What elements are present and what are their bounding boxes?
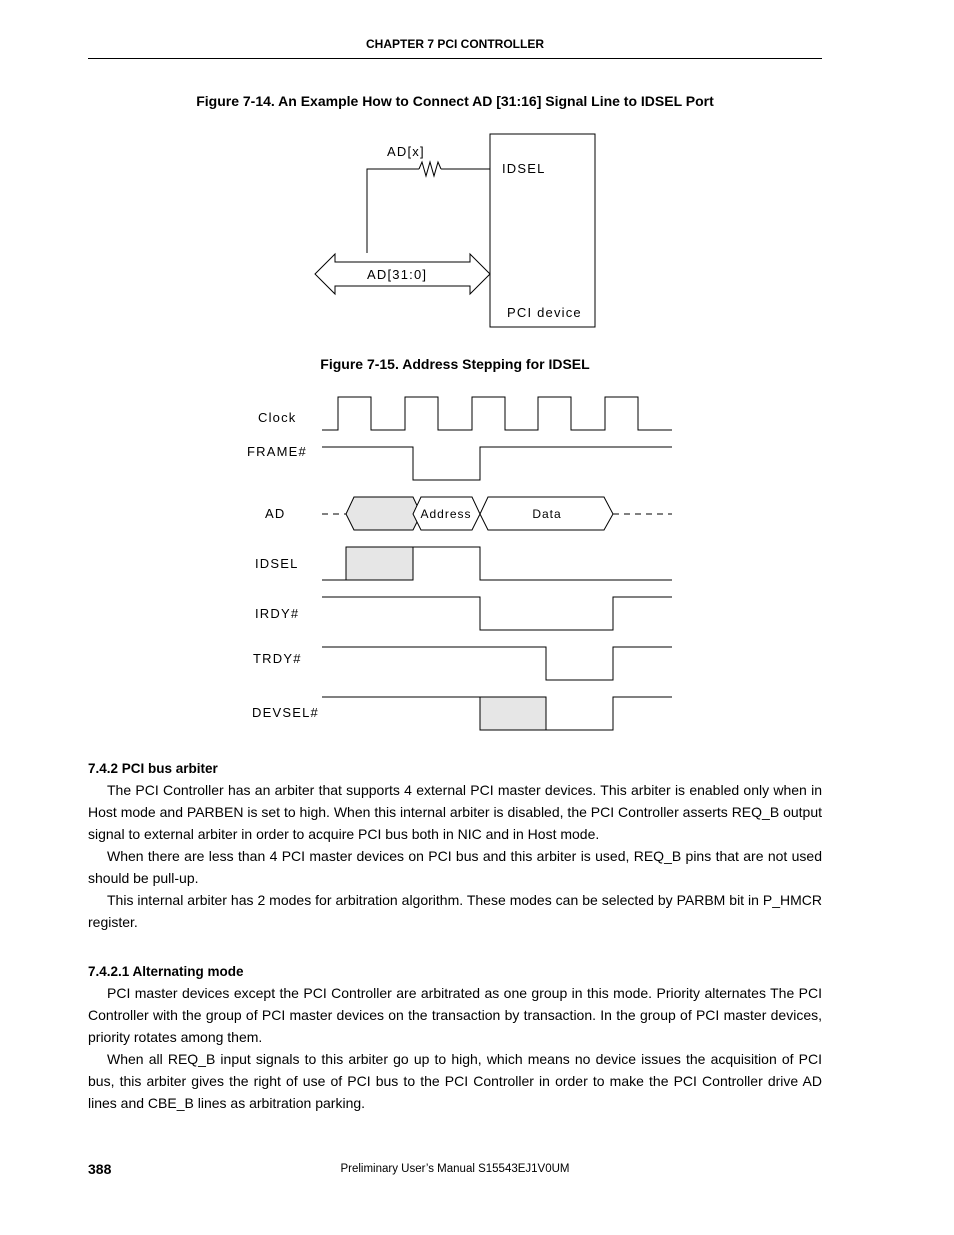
chapter-header: CHAPTER 7 PCI CONTROLLER xyxy=(365,37,544,51)
paragraph: PCI master devices except the PCI Contro… xyxy=(88,985,822,1045)
signal-label-irdy: IRDY# xyxy=(255,606,299,621)
adx-label: AD[x] xyxy=(387,144,425,159)
frame-waveform xyxy=(322,446,672,481)
idsel-port-label: IDSEL xyxy=(502,161,546,176)
section-742-heading: 7.4.2 PCI bus arbiter xyxy=(88,761,218,776)
section-742-body: The PCI Controller has an arbiter that s… xyxy=(88,779,822,933)
ad-data-label: Data xyxy=(532,507,561,521)
signal-label-clock: Clock xyxy=(258,410,297,425)
adx-wire xyxy=(366,168,419,253)
page-number: 388 xyxy=(88,1161,112,1177)
section-7421-body: PCI master devices except the PCI Contro… xyxy=(88,982,822,1114)
paragraph: The PCI Controller has an arbiter that s… xyxy=(88,782,822,842)
figure-15-timing-diagram: Clock FRAME# AD IDSEL IRDY# TRDY# DEVSEL… xyxy=(247,396,672,731)
signal-label-devsel: DEVSEL# xyxy=(252,705,319,720)
figure-14-title: Figure 7-14. An Example How to Connect A… xyxy=(196,93,714,109)
signal-label-idsel: IDSEL xyxy=(255,556,299,571)
idsel-waveform-tail xyxy=(413,546,672,581)
idsel-shaded xyxy=(346,547,413,580)
clock-waveform xyxy=(322,396,672,431)
figure-15-title: Figure 7-15. Address Stepping for IDSEL xyxy=(320,356,590,372)
figure-14-diagram: AD[x] IDSEL AD[31:0] PCI device xyxy=(314,133,596,328)
bus-label: AD[31:0] xyxy=(367,267,427,282)
paragraph: When there are less than 4 PCI master de… xyxy=(88,848,822,886)
signal-label-trdy: TRDY# xyxy=(253,651,302,666)
pci-device-box xyxy=(489,133,596,328)
pci-device-label: PCI device xyxy=(507,305,582,320)
bus-arrow-icon xyxy=(314,252,491,296)
manual-title: Preliminary User’s Manual S15543EJ1V0UM xyxy=(340,1163,570,1175)
idsel-waveform xyxy=(322,546,414,581)
ad-address-label: Address xyxy=(420,507,471,521)
header-rule xyxy=(88,58,822,59)
trdy-waveform xyxy=(322,646,672,681)
devsel-shaded xyxy=(479,696,547,731)
ad-pre-segment xyxy=(345,496,422,531)
signal-label-frame: FRAME# xyxy=(247,444,307,459)
resistor-icon xyxy=(418,160,442,178)
section-7421-heading: 7.4.2.1 Alternating mode xyxy=(88,964,244,979)
irdy-waveform xyxy=(322,596,672,631)
paragraph: When all REQ_B input signals to this arb… xyxy=(88,1051,822,1111)
signal-label-ad: AD xyxy=(265,506,285,521)
paragraph: This internal arbiter has 2 modes for ar… xyxy=(88,892,822,930)
